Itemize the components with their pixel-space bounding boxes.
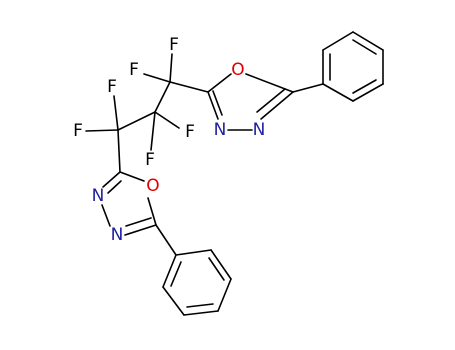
atom-label-fluorine: F <box>145 150 155 170</box>
atom-label-oxygen: O <box>231 60 244 80</box>
bond <box>352 83 384 102</box>
atom-label-nitrogen: N <box>111 225 124 245</box>
bond <box>352 39 377 55</box>
atom-label-nitrogen: N <box>253 120 266 140</box>
bond <box>150 111 156 151</box>
bond <box>154 81 171 113</box>
bond <box>85 129 119 132</box>
atom-label-oxygen: O <box>146 176 159 196</box>
upper-oxadiazole-ring <box>207 73 324 131</box>
bond <box>113 95 119 131</box>
bond <box>154 111 180 129</box>
atom-label-fluorine: F <box>73 121 83 141</box>
bond <box>208 257 225 281</box>
bond <box>352 31 384 51</box>
bond <box>186 303 214 308</box>
bond <box>260 91 294 120</box>
bond <box>322 83 354 102</box>
bond <box>245 73 294 93</box>
bond <box>143 73 171 83</box>
bond <box>155 224 177 256</box>
bond <box>217 278 232 312</box>
bond <box>125 217 152 227</box>
bond <box>292 83 324 93</box>
bond <box>210 249 232 280</box>
bond <box>175 249 212 256</box>
bond <box>207 73 232 93</box>
bond <box>101 204 111 227</box>
bond <box>162 254 177 288</box>
bond <box>162 286 185 316</box>
upper-phenyl-ring <box>322 31 384 102</box>
atom-label-fluorine: F <box>185 122 195 142</box>
lower-oxadiazole-ring <box>101 171 157 236</box>
atom-label-nitrogen: N <box>214 120 227 140</box>
bond <box>147 197 157 226</box>
perfluoro-chain <box>85 53 209 173</box>
bond <box>169 53 173 83</box>
atom-labels: F F F F F F O N N O N N <box>73 35 265 245</box>
bond <box>117 111 156 131</box>
lower-phenyl-ring <box>155 224 232 316</box>
atom-label-nitrogen: N <box>92 186 105 206</box>
bond <box>169 81 209 93</box>
bond <box>117 129 121 173</box>
bond <box>322 31 354 51</box>
bond <box>119 171 145 182</box>
bond <box>207 91 219 120</box>
bond <box>124 224 157 236</box>
bond <box>183 310 219 316</box>
bond <box>107 180 122 194</box>
bond <box>352 79 377 94</box>
atom-label-fluorine: F <box>169 35 179 55</box>
bond <box>212 90 223 116</box>
atom-label-fluorine: F <box>129 60 139 80</box>
bond <box>170 261 182 287</box>
atom-label-fluorine: F <box>107 77 117 97</box>
bond <box>256 88 286 113</box>
bond <box>102 171 121 188</box>
